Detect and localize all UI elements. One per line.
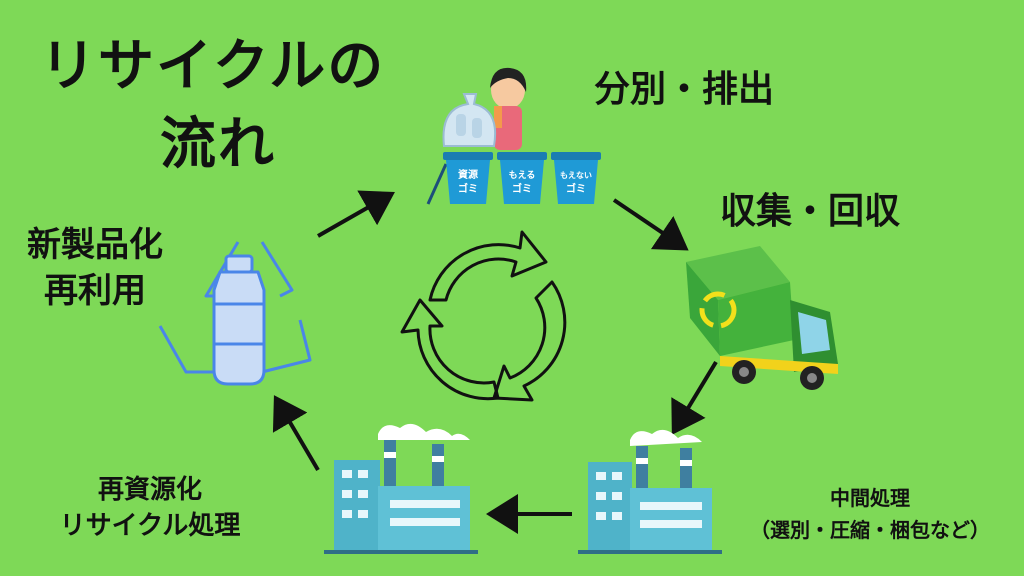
garbage-bag-illustration	[442, 93, 496, 147]
bin-non-burnable-text-1: もえない	[560, 171, 592, 180]
arrow-newproduct-to-sort	[317, 190, 395, 238]
recycle-line-2: リサイクル処理	[59, 511, 241, 541]
step-label-recycle: 再資源化 リサイクル処理	[30, 472, 270, 544]
bin-burnable-text-2: ゴミ	[512, 182, 532, 195]
bin-resource-text-2: ゴミ	[458, 182, 478, 195]
bin-non-burnable-text-2: ゴミ	[566, 182, 586, 195]
intermediate-line-2: （選別・圧縮・梱包など）	[750, 518, 990, 542]
arrow-sort-to-collect	[612, 198, 689, 251]
step-label-newproduct: 新製品化 再利用	[20, 222, 170, 314]
intermediate-line-1: 中間処理	[830, 486, 910, 510]
title-line-2: 流れ	[160, 112, 276, 177]
step-label-sort: 分別・排出	[594, 69, 775, 110]
recycle-line-1: 再資源化	[97, 475, 202, 505]
bin-resource: 資源 ゴミ	[426, 152, 493, 205]
bin-burnable: もえる ゴミ	[497, 152, 547, 204]
bin-resource-text-1: 資源	[458, 168, 478, 181]
recycled-bottle-illustration	[158, 241, 312, 386]
diagram-title: リサイクルの 流れ	[40, 28, 410, 184]
factory-intermediate-illustration	[578, 429, 722, 554]
bin-non-burnable: もえない ゴミ	[551, 152, 601, 204]
bin-burnable-text-1: もえる	[509, 170, 536, 181]
newproduct-line-1: 新製品化	[27, 225, 163, 265]
arrow-collect-to-intermediate	[671, 360, 718, 435]
cycle-icon	[400, 230, 567, 402]
title-line-1: リサイクルの	[40, 34, 386, 99]
garbage-truck-illustration	[686, 246, 838, 390]
factory-recycle-illustration	[324, 423, 478, 554]
newproduct-line-2: 再利用	[44, 271, 146, 311]
person-illustration	[490, 67, 527, 150]
step-label-collect: 収集・回収	[720, 191, 901, 232]
step-label-intermediate: 中間処理 （選別・圧縮・梱包など）	[720, 482, 1020, 546]
arrow-recycle-to-newproduct	[272, 395, 320, 472]
recycle-icon	[699, 291, 737, 329]
